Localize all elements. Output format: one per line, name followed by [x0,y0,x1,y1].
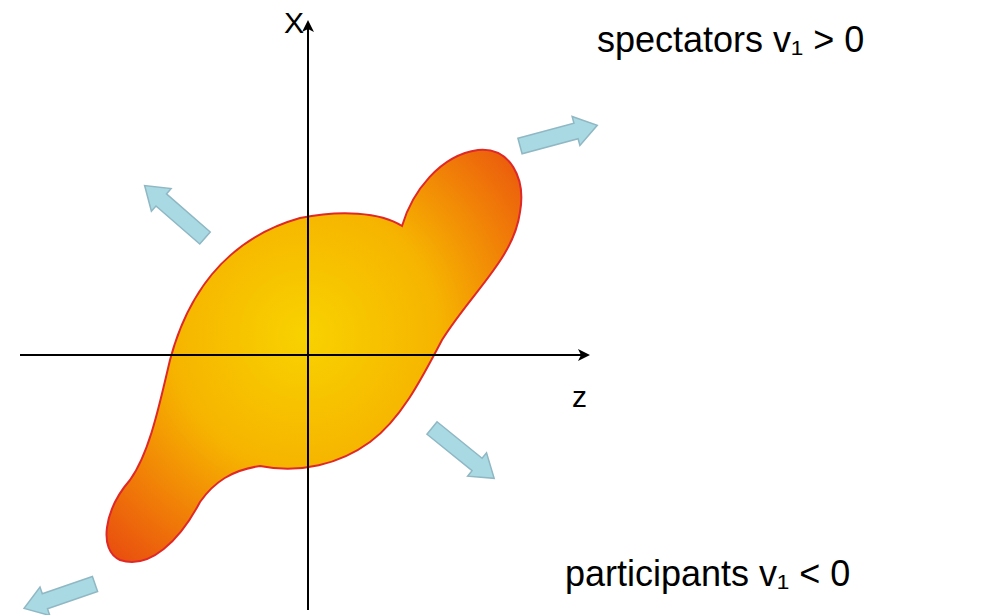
flow-arrow [135,174,215,249]
axis-label: z [572,382,587,412]
participant-label: participants v₁ < 0 [565,556,850,592]
flow-arrow [423,416,504,490]
x-axis [20,354,588,356]
axis-label: X [284,8,304,38]
flow-arrow [19,570,100,615]
spectator-label: spectators v₁ > 0 [597,22,864,58]
vertical-axis [307,22,309,610]
flow-arrow [516,111,601,161]
